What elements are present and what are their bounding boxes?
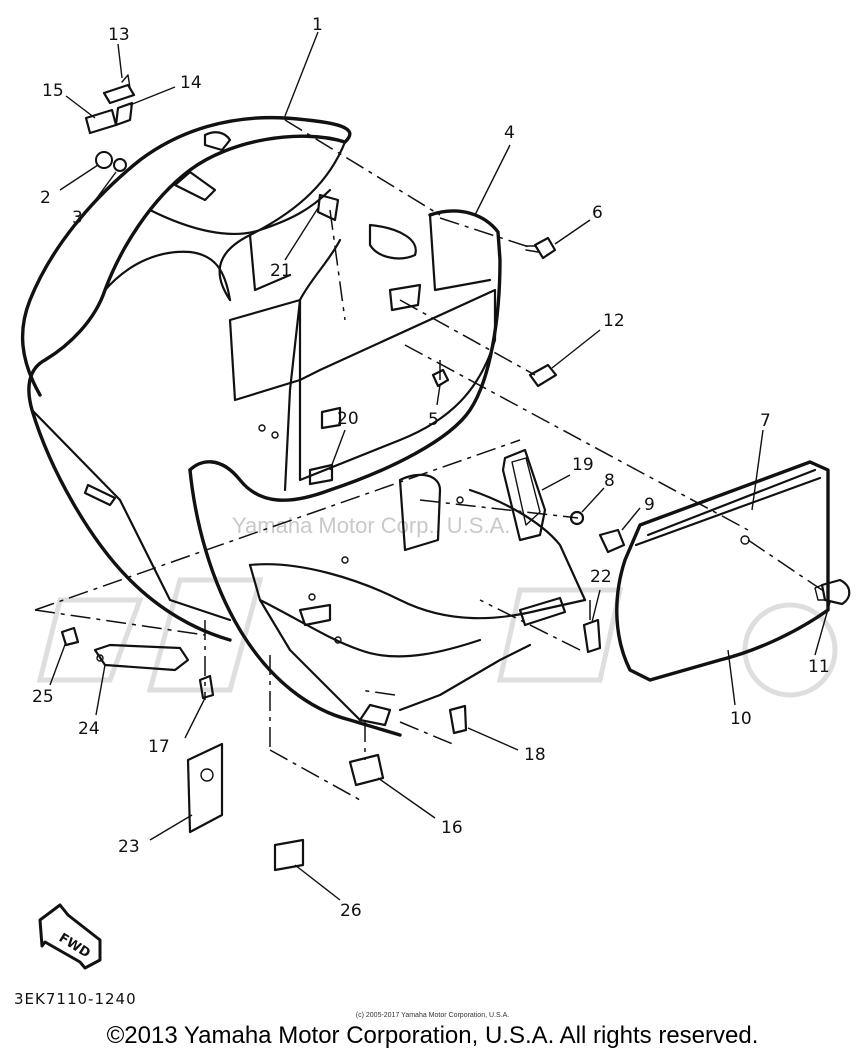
callout-17: 17	[148, 737, 170, 757]
callout-23: 23	[118, 837, 140, 857]
bolt-22	[582, 618, 602, 654]
callout-24: 24	[78, 719, 100, 739]
fastener-group-13-15	[84, 74, 136, 135]
callout-10: 10	[730, 709, 752, 729]
callout-14: 14	[180, 73, 202, 93]
bolt-18	[448, 704, 468, 735]
watermark-logo	[36, 577, 838, 698]
washer-3	[113, 158, 127, 172]
callout-labels: 1 2 3 4 5 6 7 8 9 10 11 12 13 14 15 16 1…	[32, 15, 830, 921]
callout-13: 13	[108, 25, 130, 45]
part-code: 3EK7110-1240	[14, 990, 137, 1008]
plate-23	[186, 742, 224, 834]
callout-6: 6	[592, 203, 603, 223]
copyright-notice: ©2013 Yamaha Motor Corporation, U.S.A. A…	[106, 1022, 759, 1049]
callout-22: 22	[590, 567, 612, 587]
callout-26: 26	[340, 901, 362, 921]
callout-1: 1	[312, 15, 323, 35]
callout-3: 3	[72, 208, 83, 228]
clip-12	[528, 363, 558, 388]
callout-5: 5	[428, 410, 439, 430]
clip-25	[60, 626, 80, 647]
assembly-lines	[34, 119, 823, 801]
inner-leg-shield	[188, 209, 587, 737]
fastener-17	[198, 674, 215, 700]
callout-20: 20	[337, 409, 359, 429]
callout-15: 15	[42, 81, 64, 101]
callout-9: 9	[644, 495, 655, 515]
grommet-11	[814, 578, 851, 606]
callout-7: 7	[760, 411, 771, 431]
front-cowling	[20, 115, 352, 642]
bracket-16	[348, 753, 385, 787]
callout-19: 19	[572, 455, 594, 475]
callout-25: 25	[32, 687, 54, 707]
callout-2: 2	[40, 188, 51, 208]
nut-2	[95, 151, 113, 169]
side-panel	[615, 460, 830, 682]
small-copyright: (c) 2005-2017 Yamaha Motor Corporation, …	[355, 1012, 510, 1019]
fwd-arrow-icon: FWD	[38, 903, 102, 970]
callout-12: 12	[603, 311, 625, 331]
leader-lines	[49, 31, 831, 901]
lid-19	[501, 448, 547, 542]
callout-11: 11	[808, 657, 830, 677]
bracket-24	[93, 643, 190, 672]
screw-9	[598, 528, 626, 554]
callout-21: 21	[270, 261, 292, 281]
callout-18: 18	[524, 745, 546, 765]
washer-8	[569, 510, 585, 526]
callout-4: 4	[504, 123, 515, 143]
callout-8: 8	[604, 471, 615, 491]
watermark-text: Yamaha Motor Corp., U.S.A.	[232, 513, 510, 538]
label-26	[273, 838, 305, 872]
screw-6	[525, 236, 557, 260]
callout-16: 16	[441, 818, 463, 838]
